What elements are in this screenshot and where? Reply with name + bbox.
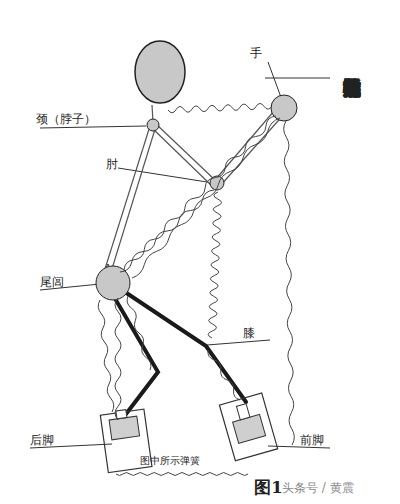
spring [208, 192, 221, 338]
spring [284, 121, 295, 445]
leader-line [265, 78, 330, 79]
spring [120, 190, 214, 272]
part-label: 手 [250, 47, 262, 60]
part-label: 后脚 [30, 434, 54, 447]
legend-text: 图中所示弹簧 [140, 455, 200, 466]
bone-line [104, 126, 150, 272]
spring [98, 300, 114, 412]
legend-spring-sample [116, 473, 248, 476]
head [135, 41, 185, 103]
front-leg [113, 284, 246, 402]
bone-line [156, 124, 215, 180]
part-label: 尾闾 [40, 276, 64, 289]
leader-line [268, 62, 282, 100]
watermark: 头条号 / 黄震 [282, 482, 354, 495]
leader-line [40, 126, 146, 128]
spring [168, 103, 272, 112]
part-label: 肘 [106, 158, 118, 171]
back-leg [110, 290, 158, 414]
legs [110, 284, 246, 414]
bone-line [220, 112, 286, 186]
spring [115, 298, 121, 420]
spring [208, 350, 240, 400]
spring [124, 116, 276, 270]
part-label: 前脚 [300, 434, 324, 447]
figure-caption: 图1 [254, 478, 283, 497]
bones [104, 104, 286, 272]
hand-joint [271, 95, 297, 121]
part-label: 膝 [243, 327, 255, 340]
bone-line [152, 128, 212, 186]
part-label: 颈（脖子） [36, 113, 96, 126]
leader-lines [30, 62, 330, 448]
front-foot [219, 393, 277, 461]
leader-line [207, 340, 270, 345]
leader-line [118, 168, 207, 182]
springs [98, 103, 294, 445]
spring [127, 296, 151, 370]
neck-joint [147, 119, 159, 131]
spring [132, 118, 280, 278]
